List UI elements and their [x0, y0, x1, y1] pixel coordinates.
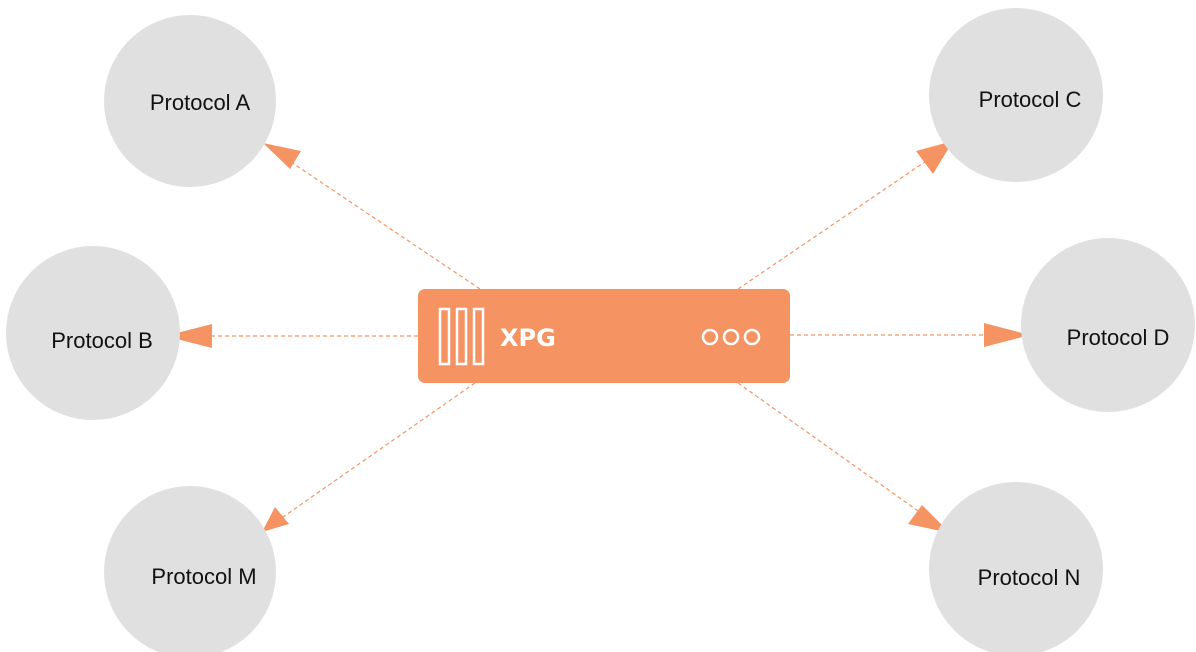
node-protocol-n: Protocol N	[929, 482, 1103, 652]
hub-device: XPG	[418, 289, 790, 383]
arrowhead-protocol-d	[984, 323, 1030, 347]
connector-protocol-c	[737, 154, 936, 290]
node-circle	[929, 482, 1103, 652]
three-rings-icon	[701, 328, 761, 346]
node-protocol-b: Protocol B	[6, 246, 180, 420]
arrowheads	[165, 141, 1030, 533]
node-label: Protocol A	[150, 90, 251, 115]
connector-protocol-n	[737, 382, 929, 519]
connector-protocol-m	[282, 382, 476, 518]
node-label: Protocol D	[1067, 325, 1170, 350]
node-label: Protocol M	[151, 564, 256, 589]
arrowhead-protocol-c	[916, 141, 953, 174]
triple-bars-icon	[438, 307, 485, 366]
node-label: Protocol C	[979, 87, 1082, 112]
node-circle	[929, 8, 1103, 182]
hub-label: XPG	[500, 324, 556, 352]
node-label: Protocol B	[51, 328, 153, 353]
arrowhead-protocol-a	[263, 143, 301, 169]
arrowhead-protocol-b	[165, 324, 212, 348]
node-protocol-m: Protocol M	[104, 486, 276, 652]
hub-box	[418, 289, 790, 383]
node-label: Protocol N	[978, 565, 1081, 590]
node-protocol-d: Protocol D	[1021, 238, 1195, 412]
connectors	[188, 154, 1005, 519]
connector-protocol-a	[284, 157, 481, 290]
node-circle	[6, 246, 180, 420]
node-protocol-c: Protocol C	[929, 8, 1103, 182]
arrowhead-protocol-n	[908, 505, 950, 533]
node-protocol-a: Protocol A	[104, 15, 276, 187]
arrowhead-protocol-m	[262, 507, 289, 532]
node-circle	[104, 15, 276, 187]
node-circle	[1021, 238, 1195, 412]
node-circle	[104, 486, 276, 652]
